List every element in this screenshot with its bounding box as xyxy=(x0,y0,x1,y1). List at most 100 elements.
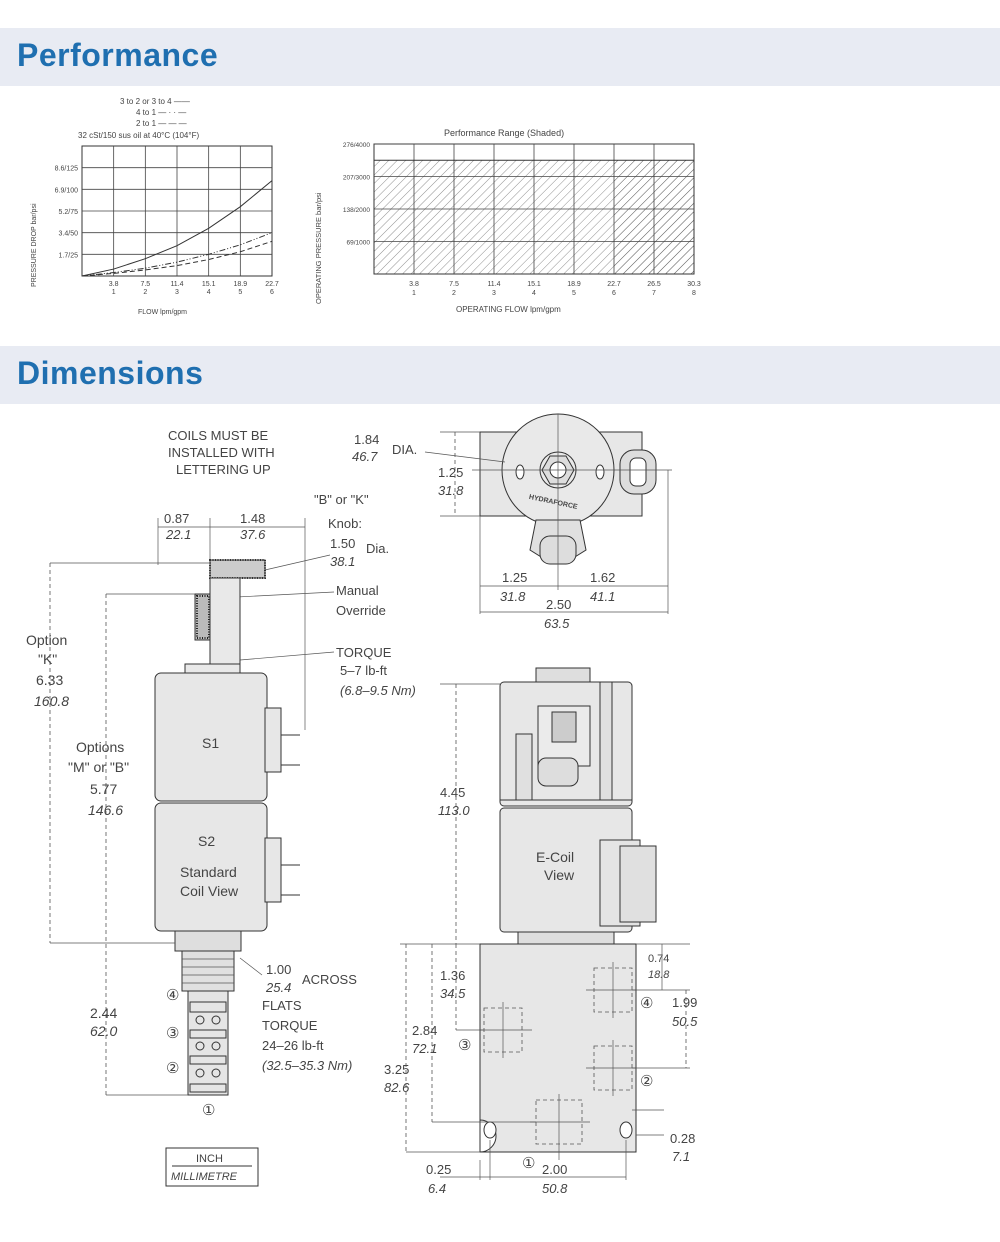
x-tick-label: 3.8 xyxy=(409,281,419,288)
svg-text:Standard: Standard xyxy=(180,864,237,880)
svg-text:41.1: 41.1 xyxy=(590,589,615,604)
x-tick-label: 30.3 xyxy=(687,281,701,288)
svg-text:5.77: 5.77 xyxy=(90,781,117,797)
svg-text:1.50: 1.50 xyxy=(330,536,355,551)
legend-entry: 2 to 1 — — — xyxy=(136,119,187,128)
svg-text:34.5: 34.5 xyxy=(440,986,466,1001)
x-tick-label: 6 xyxy=(612,290,616,297)
svg-text:Override: Override xyxy=(336,603,386,618)
x-tick-label: 5 xyxy=(238,289,242,296)
svg-text:④: ④ xyxy=(640,995,653,1012)
y-tick-labels: 8.6/125 6.9/100 5.2/75 3.4/50 1.7/25 xyxy=(55,166,78,260)
chart-series xyxy=(81,180,273,277)
svg-text:"B" or "K": "B" or "K" xyxy=(314,492,369,507)
coils-note: LETTERING UP xyxy=(176,462,271,477)
x-tick-label: 7 xyxy=(652,290,656,297)
legend-entry: 3 to 2 or 3 to 4 —— xyxy=(120,97,190,106)
x-tick-label: 4 xyxy=(207,289,211,296)
x-tick-label: 18.9 xyxy=(567,281,581,288)
legend-entry: 4 to 1 — · · — xyxy=(136,108,186,117)
svg-text:0.28: 0.28 xyxy=(670,1131,695,1146)
svg-text:2.44: 2.44 xyxy=(90,1005,117,1021)
x-tick-label: 22.7 xyxy=(265,281,279,288)
manifold xyxy=(479,943,637,1153)
y-tick-label: 3.4/50 xyxy=(59,231,79,238)
y-tick-label: 207/3000 xyxy=(343,175,370,182)
svg-text:0.74: 0.74 xyxy=(648,953,669,965)
svg-text:1.99: 1.99 xyxy=(672,995,697,1010)
svg-text:1.62: 1.62 xyxy=(590,570,615,585)
svg-text:Options: Options xyxy=(76,739,124,755)
series-line xyxy=(81,240,273,277)
svg-text:1.84: 1.84 xyxy=(354,432,379,447)
svg-text:31.8: 31.8 xyxy=(500,589,526,604)
dim-option-mb: Options "M" or "B" 5.77 146.6 2.44 62.0 xyxy=(68,593,195,1096)
x-tick-label: 15.1 xyxy=(527,281,541,288)
svg-text:1.36: 1.36 xyxy=(440,968,465,983)
svg-text:82.6: 82.6 xyxy=(384,1080,410,1095)
svg-text:Coil View: Coil View xyxy=(180,883,239,899)
chart-title: Performance Range (Shaded) xyxy=(444,128,564,138)
svg-text:"K": "K" xyxy=(38,651,57,667)
dimension-drawing: COILS MUST BE INSTALLED WITH LETTERING U… xyxy=(26,413,698,1196)
x-axis-label: OPERATING FLOW lpm/gpm xyxy=(456,305,561,314)
svg-text:TORQUE: TORQUE xyxy=(336,645,392,660)
svg-text:④: ④ xyxy=(166,987,179,1004)
x-tick-label: 7.5 xyxy=(140,281,150,288)
svg-text:25.4: 25.4 xyxy=(265,980,291,995)
x-tick-label: 8 xyxy=(692,290,696,297)
y-tick-label: 276/4000 xyxy=(343,142,370,149)
x-tick-label: 5 xyxy=(572,290,576,297)
svg-text:2.50: 2.50 xyxy=(546,597,571,612)
svg-text:4.45: 4.45 xyxy=(440,785,465,800)
x-tick-label: 6 xyxy=(270,289,274,296)
svg-text:72.1: 72.1 xyxy=(412,1041,437,1056)
svg-text:62.0: 62.0 xyxy=(90,1023,117,1039)
dimensions-header: Dimensions xyxy=(0,346,1000,404)
svg-text:18.8: 18.8 xyxy=(648,969,670,981)
y-tick-label: 5.2/75 xyxy=(59,209,79,216)
x-tick-label: 26.5 xyxy=(647,281,661,288)
x-tick-label: 2 xyxy=(452,290,456,297)
y-axis-label: OPERATING PRESSURE bar/psi xyxy=(314,192,323,304)
svg-text:DIA.: DIA. xyxy=(392,442,417,457)
svg-text:6.33: 6.33 xyxy=(36,672,63,688)
y-axis-label: PRESSURE DROP bar/psi xyxy=(31,203,38,287)
dim-087-148: 0.87 22.1 1.48 37.6 xyxy=(157,511,306,730)
svg-text:②: ② xyxy=(166,1060,179,1077)
svg-text:1.48: 1.48 xyxy=(240,511,265,526)
performance-title: Performance xyxy=(17,37,219,73)
svg-text:31.8: 31.8 xyxy=(438,483,464,498)
svg-text:③: ③ xyxy=(166,1025,179,1042)
x-tick-label: 3.8 xyxy=(109,281,119,288)
svg-text:(6.8–9.5 Nm): (6.8–9.5 Nm) xyxy=(340,683,416,698)
chart-grid xyxy=(373,143,695,275)
x-tick-label: 11.4 xyxy=(487,281,500,288)
svg-text:46.7: 46.7 xyxy=(352,449,378,464)
svg-text:Manual: Manual xyxy=(336,583,379,598)
svg-text:ACROSS: ACROSS xyxy=(302,972,357,987)
svg-text:7.1: 7.1 xyxy=(672,1149,690,1164)
x-tick-label: 1 xyxy=(112,289,116,296)
svg-text:①: ① xyxy=(522,1155,535,1172)
x-tick-label: 15.1 xyxy=(202,281,216,288)
svg-text:0.25: 0.25 xyxy=(426,1162,451,1177)
dim-option-k: Option "K" 6.33 160.8 xyxy=(26,562,210,944)
y-tick-label: 8.6/125 xyxy=(55,166,78,173)
x-tick-label: 2 xyxy=(143,289,147,296)
performance-header: Performance xyxy=(0,28,1000,86)
svg-text:0.87: 0.87 xyxy=(164,511,189,526)
svg-text:(32.5–35.3 Nm): (32.5–35.3 Nm) xyxy=(262,1058,352,1073)
svg-text:S2: S2 xyxy=(198,833,215,849)
y-tick-label: 6.9/100 xyxy=(55,187,78,194)
y-tick-label: 1.7/25 xyxy=(59,252,79,259)
x-tick-label: 4 xyxy=(532,290,536,297)
x-axis-label: FLOW lpm/gpm xyxy=(138,309,187,316)
svg-text:Option: Option xyxy=(26,632,67,648)
svg-text:MILLIMETRE: MILLIMETRE xyxy=(171,1171,238,1183)
chart-note: 32 cSt/150 sus oil at 40°C (104°F) xyxy=(78,131,199,140)
knob xyxy=(209,559,266,579)
svg-text:113.0: 113.0 xyxy=(438,803,470,818)
svg-text:1.25: 1.25 xyxy=(502,570,527,585)
